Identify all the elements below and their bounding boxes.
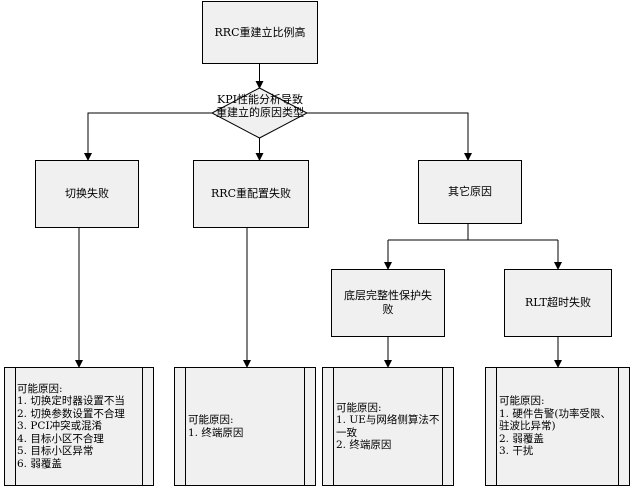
root-label: RRC重建立比例高 — [214, 25, 306, 39]
subcategory-integrity-failure: 底层完整性保护失败 — [331, 269, 445, 337]
cause-box-content: 可能原因: 1. 终端原因 — [185, 368, 305, 485]
cause-title: 可能原因: — [188, 414, 234, 426]
cause-item: 4. 目标小区不合理 — [17, 432, 104, 445]
cause-box-right-bar — [618, 368, 629, 485]
cause-box-left-bar — [486, 368, 497, 485]
category-label: 其它原因 — [448, 185, 492, 198]
cause-box-right-bar — [442, 368, 453, 485]
decision-label: KPI性能分析导致重建立的原因类型 — [216, 93, 304, 119]
cause-box-left-bar — [175, 368, 186, 485]
cause-item: 3. PCI冲突或混淆 — [17, 420, 103, 433]
cause-box-content: 可能原因: 1. UE与网络侧算法不一致 2. 终端原因 — [333, 368, 443, 485]
cause-item: 6. 弱覆盖 — [17, 457, 62, 470]
cause-box-content: 可能原因: 1. 硬件告警(功率受限、驻波比异常) 2. 弱覆盖 3. 干扰 — [496, 368, 619, 485]
cause-item: 1. 切换定时器设置不当 — [17, 395, 125, 408]
cause-box-left-bar — [5, 368, 16, 485]
decision-diamond — [210, 87, 309, 139]
arrow-decision-to-handover — [84, 112, 212, 161]
subcategory-label: RLT超时失败 — [524, 296, 592, 309]
cause-item: 1. 终端原因 — [188, 426, 244, 439]
cause-item: 3. 干扰 — [499, 445, 534, 458]
cause-box-handover: 可能原因: 1. 切换定时器设置不当 2. 切换参数设置不合理 3. PCI冲突… — [4, 367, 154, 486]
category-rrc-reconfig-failure: RRC重配置失败 — [193, 160, 309, 228]
cause-box-content: 可能原因: 1. 切换定时器设置不当 2. 切换参数设置不合理 3. PCI冲突… — [13, 368, 143, 485]
cause-title: 可能原因: — [17, 382, 63, 395]
cause-box-right-bar — [304, 368, 315, 485]
arrow-decision-to-other — [307, 112, 472, 161]
category-handover-failure: 切换失败 — [35, 160, 139, 228]
cause-box-left-bar — [323, 368, 334, 485]
category-other-causes: 其它原因 — [418, 160, 522, 224]
cause-item: 2. 切换参数设置不合理 — [17, 407, 125, 420]
cause-item: 2. 弱覆盖 — [499, 432, 544, 445]
cause-title: 可能原因: — [499, 395, 545, 408]
root-node: RRC重建立比例高 — [202, 1, 318, 64]
cause-item: 1. 硬件告警(功率受限、驻波比异常) — [499, 407, 611, 433]
cause-title: 可能原因: — [336, 401, 382, 414]
cause-item: 5. 目标小区异常 — [17, 445, 94, 458]
category-label: RRC重配置失败 — [211, 187, 291, 200]
subcategory-label: 底层完整性保护失败 — [344, 289, 432, 316]
cause-item: 2. 终端原因 — [336, 439, 392, 451]
category-label: 切换失败 — [65, 187, 109, 200]
subcategory-rlt-timeout-failure: RLT超时失败 — [504, 269, 612, 337]
cause-box-rlt: 可能原因: 1. 硬件告警(功率受限、驻波比异常) 2. 弱覆盖 3. 干扰 — [485, 367, 630, 486]
cause-box-right-bar — [142, 368, 153, 485]
cause-item: 1. UE与网络侧算法不一致 — [336, 414, 440, 439]
cause-box-rrc-reconfig: 可能原因: 1. 终端原因 — [174, 367, 316, 486]
cause-box-integrity: 可能原因: 1. UE与网络侧算法不一致 2. 终端原因 — [322, 367, 454, 486]
